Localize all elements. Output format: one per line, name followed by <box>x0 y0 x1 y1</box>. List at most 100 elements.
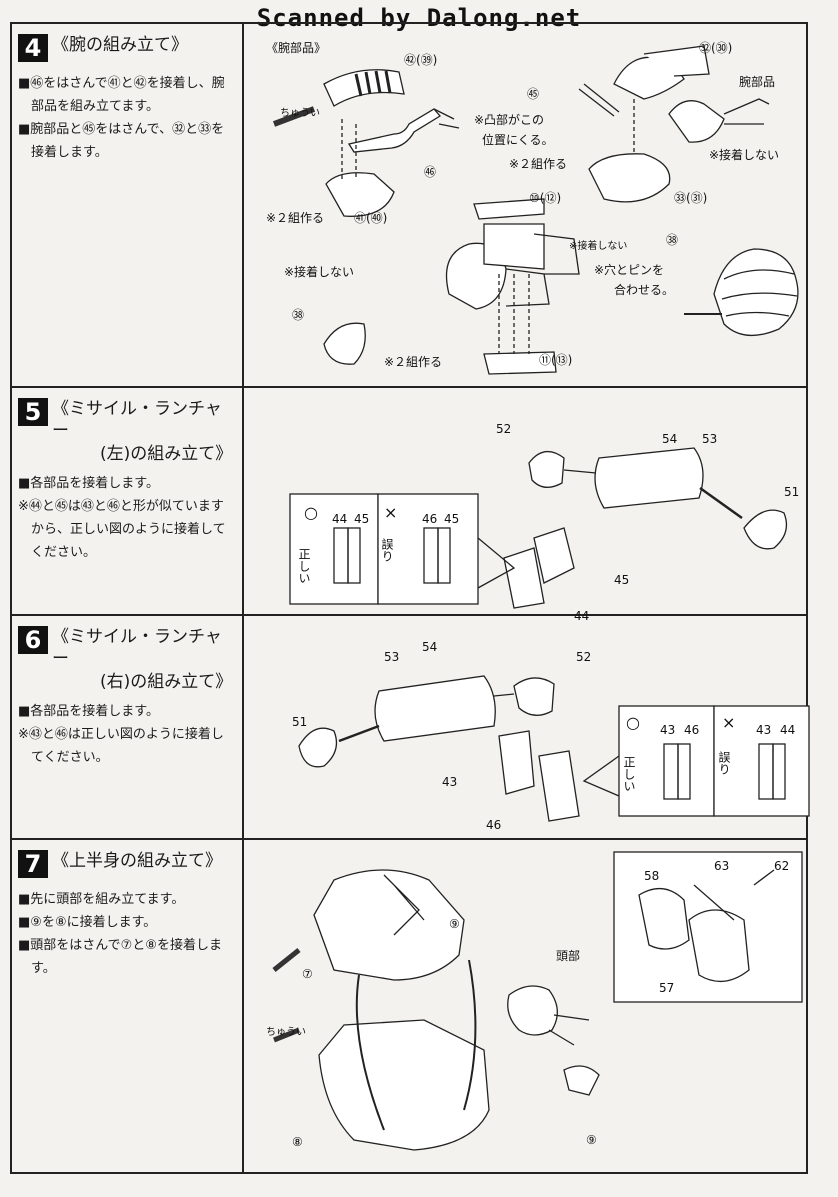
parts-box-label: 《腕部品》 <box>266 40 326 55</box>
step-title: 《上半身の組み立て》 <box>52 851 222 871</box>
note-text: ※穴とピンを <box>594 262 664 277</box>
step-6-row: 6 《ミサイル・ランチャー (右)の組み立て》 ■各部品を接着します。 ※㊸と㊻… <box>12 616 810 840</box>
step-number: 7 <box>18 850 48 878</box>
note-text: ※凸部がこの <box>474 112 544 127</box>
instruction-item: ■各部品を接着します。 <box>18 476 159 491</box>
part-label: 57 <box>659 981 674 995</box>
correct-label: 正しい <box>622 756 636 792</box>
step-4-text: 4 《腕の組み立て》 ■㊻をはさんで㊶と㊷を接着し、腕部品を組み立てます。 ■腕… <box>12 24 244 386</box>
note-text: ※接着しない <box>569 239 627 252</box>
part-label: 63 <box>714 859 729 873</box>
part-label: 52 <box>576 650 591 664</box>
part-label: ⑨ <box>449 917 460 931</box>
part-label: 43 <box>660 723 675 737</box>
part-label: 51 <box>784 485 799 499</box>
instruction-item: ■腕部品と㊺をはさんで、㉜と㉝を接着します。 <box>18 122 225 160</box>
correct-label: 正しい <box>297 548 311 584</box>
part-label: 46 <box>684 723 699 737</box>
part-label: ⑪(⑬) <box>539 353 572 367</box>
part-label: 51 <box>292 715 307 729</box>
instruction-item: ■⑨を⑧に接着します。 <box>18 915 157 930</box>
part-label: ㉜(㉚) <box>699 41 732 55</box>
correct-mark: ○ <box>626 713 640 732</box>
step-7-row: 7 《上半身の組み立て》 ■先に頭部を組み立てます。 ■⑨を⑧に接着します。 ■… <box>12 840 806 1172</box>
step-number: 5 <box>18 398 48 426</box>
step-number: 4 <box>18 34 48 62</box>
part-label: 45 <box>354 512 369 526</box>
correct-mark: ○ <box>304 503 318 522</box>
part-label: 44 <box>780 723 795 737</box>
instruction-sheet: 4 《腕の組み立て》 ■㊻をはさんで㊶と㊷を接着し、腕部品を組み立てます。 ■腕… <box>10 22 810 1174</box>
note-text: ※接着しない <box>709 147 779 162</box>
step-title: 《腕の組み立て》 <box>52 35 188 55</box>
part-label: 52 <box>496 422 511 436</box>
wrong-label: 誤り <box>380 537 394 562</box>
instruction-item: ■㊻をはさんで㊶と㊷を接着し、腕部品を組み立てます。 <box>18 76 225 114</box>
part-label: ㊳ <box>666 233 678 247</box>
instruction-item: ※㊹と㊺は㊸と㊻と形が似ていますから、正しい図のように接着してください。 <box>18 499 226 560</box>
arm-assembly-diagram: 《腕部品》 ㊷(㊴) ㉜(㉚) 腕部品 ㊺ ※凸部がこの 位置にくる。 ※２組作… <box>266 40 799 375</box>
head-label: 頭部 <box>556 948 580 963</box>
caution-label: ちゅうい <box>280 107 320 119</box>
part-label: ⑦ <box>302 967 313 981</box>
part-label: ㊷(㊴) <box>404 53 437 67</box>
part-label: ㊶(㊵) <box>354 211 387 225</box>
scan-watermark: Scanned by Dalong.net <box>256 4 582 32</box>
instruction-list: ■㊻をはさんで㊶と㊷を接着し、腕部品を組み立てます。 ■腕部品と㊺をはさんで、㉜… <box>18 72 234 164</box>
step-5-row: 5 《ミサイル・ランチャー (左)の組み立て》 ■各部品を接着します。 ※㊹と㊺… <box>12 388 806 623</box>
part-label: 腕部品 <box>739 74 775 89</box>
part-label: ⑩(⑫) <box>529 191 561 205</box>
step-title: 《ミサイル・ランチャー <box>52 399 222 441</box>
part-label: ㉝(㉛) <box>674 191 707 205</box>
step-number: 6 <box>18 626 48 654</box>
step-title: 《ミサイル・ランチャー <box>52 627 222 669</box>
part-label: 43 <box>756 723 771 737</box>
upper-body-diagram: ⑦ ⑧ ⑨ ⑨ 頭部 58 63 62 57 ちゅうい <box>266 851 803 1151</box>
part-label: ㊻ <box>424 165 436 179</box>
part-label: 45 <box>614 573 629 587</box>
part-label: ⑧ <box>292 1135 303 1149</box>
part-label: ⑨ <box>586 1133 597 1147</box>
note-text: ※２組作る <box>266 211 324 225</box>
part-label: 44 <box>332 512 347 526</box>
wrong-mark: × <box>384 503 397 522</box>
part-label: 43 <box>442 775 457 789</box>
caution-label: ちゅうい <box>266 1026 306 1038</box>
part-label: 54 <box>422 640 437 654</box>
missile-launcher-left-diagram: 52 54 53 51 45 44 ○ 正しい × 誤り 44 45 46 45 <box>289 422 799 623</box>
note-text: ※２組作る <box>384 355 442 369</box>
part-label: 46 <box>486 818 501 832</box>
part-label: 53 <box>702 432 717 446</box>
part-label: 58 <box>644 869 659 883</box>
step-title-line2: (右)の組み立て》 <box>100 672 233 692</box>
note-text: ※２組作る <box>509 157 567 171</box>
step-6-diagram: 53 54 52 51 43 46 ○ 正しい × 誤り 43 46 43 44 <box>244 616 810 838</box>
step-7-diagram: ⑦ ⑧ ⑨ ⑨ 頭部 58 63 62 57 ちゅうい <box>244 840 806 1172</box>
step-7-text: 7 《上半身の組み立て》 ■先に頭部を組み立てます。 ■⑨を⑧に接着します。 ■… <box>12 840 244 1172</box>
step-5-text: 5 《ミサイル・ランチャー (左)の組み立て》 ■各部品を接着します。 ※㊹と㊺… <box>12 388 244 614</box>
wrong-mark: × <box>722 713 735 732</box>
step-5-diagram: 52 54 53 51 45 44 ○ 正しい × 誤り 44 45 46 45 <box>244 388 806 623</box>
instruction-list: ■先に頭部を組み立てます。 ■⑨を⑧に接着します。 ■頭部をはさんで⑦と⑧を接着… <box>18 888 234 980</box>
part-label: ㊳ <box>292 308 304 322</box>
part-label: 45 <box>444 512 459 526</box>
part-label: 44 <box>574 609 589 623</box>
instruction-list: ■各部品を接着します。 ※㊹と㊺は㊸と㊻と形が似ていますから、正しい図のように接… <box>18 472 234 564</box>
instruction-item: ■先に頭部を組み立てます。 <box>18 892 185 907</box>
missile-launcher-right-diagram: 53 54 52 51 43 46 ○ 正しい × 誤り 43 46 43 44 <box>292 640 810 832</box>
part-label: 54 <box>662 432 677 446</box>
step-4-diagram: 《腕部品》 ㊷(㊴) ㉜(㉚) 腕部品 ㊺ ※凸部がこの 位置にくる。 ※２組作… <box>244 24 806 386</box>
instruction-item: ■頭部をはさんで⑦と⑧を接着します。 <box>18 938 222 976</box>
step-4-row: 4 《腕の組み立て》 ■㊻をはさんで㊶と㊷を接着し、腕部品を組み立てます。 ■腕… <box>12 24 806 388</box>
note-text: ※接着しない <box>284 264 354 279</box>
part-label: 62 <box>774 859 789 873</box>
instruction-item: ■各部品を接着します。 <box>18 704 159 719</box>
instruction-list: ■各部品を接着します。 ※㊸と㊻は正しい図のように接着してください。 <box>18 700 234 769</box>
part-label: 53 <box>384 650 399 664</box>
step-title-line2: (左)の組み立て》 <box>100 444 233 464</box>
note-text: 合わせる。 <box>614 282 674 297</box>
step-6-text: 6 《ミサイル・ランチャー (右)の組み立て》 ■各部品を接着します。 ※㊸と㊻… <box>12 616 244 838</box>
part-label: 46 <box>422 512 437 526</box>
note-text: 位置にくる。 <box>482 132 554 147</box>
instruction-item: ※㊸と㊻は正しい図のように接着してください。 <box>18 727 224 765</box>
